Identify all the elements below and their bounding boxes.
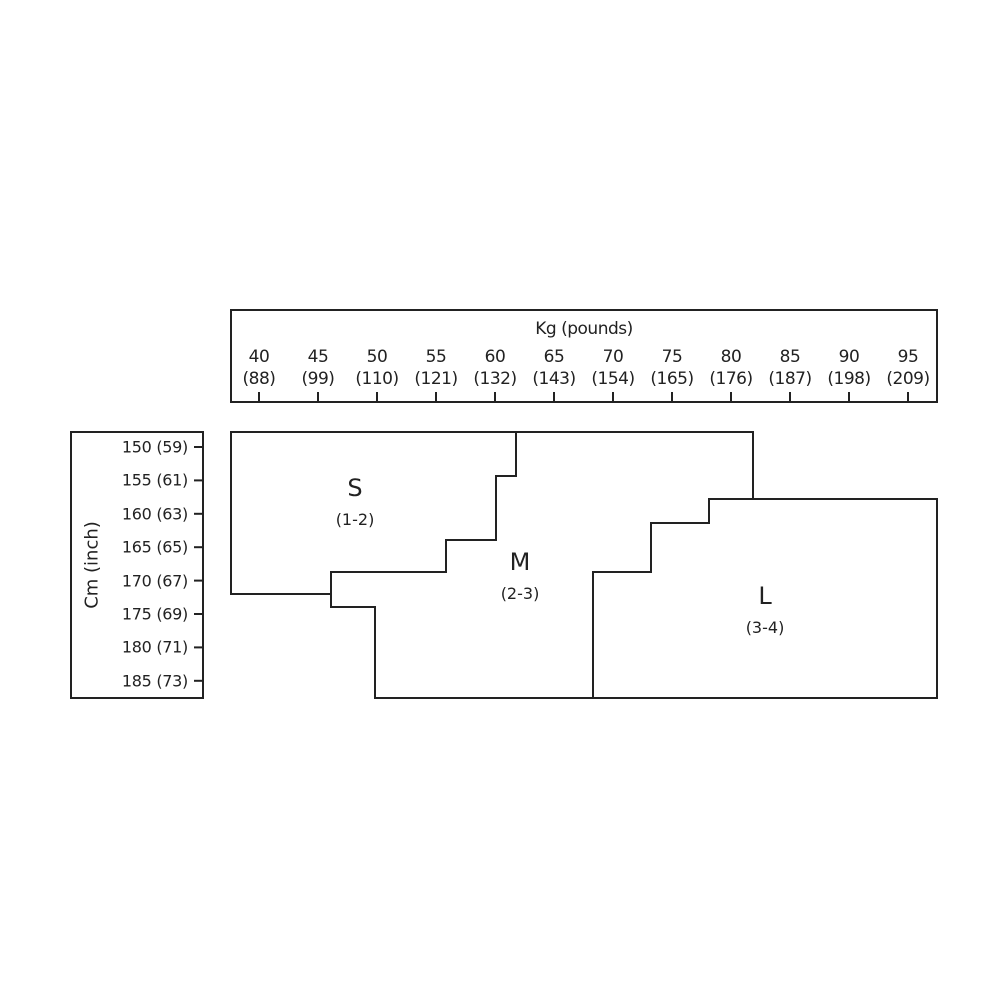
region-s-outline xyxy=(230,431,754,595)
x-axis-title: Kg (pounds) xyxy=(535,319,633,339)
y-tick-label: 150 (59) xyxy=(121,437,188,457)
x-tick-kg: 70 xyxy=(602,347,624,367)
x-tick-kg: 45 xyxy=(307,347,329,367)
x-tick-label: 80(176) xyxy=(709,346,753,390)
x-tick-kg: 50 xyxy=(366,347,388,367)
y-tick-label: 175 (69) xyxy=(121,604,188,624)
x-tick-label: 90(198) xyxy=(827,346,871,390)
y-tick-label: 170 (67) xyxy=(121,571,188,591)
x-tick-label: 65(143) xyxy=(532,346,576,390)
x-tick-lb: (165) xyxy=(650,369,694,389)
x-tick-label: 40(88) xyxy=(243,346,276,390)
x-tick-kg: 90 xyxy=(838,347,860,367)
x-tick-kg: 40 xyxy=(248,347,270,367)
x-tick-kg: 80 xyxy=(720,347,742,367)
y-tick-label: 155 (61) xyxy=(121,470,188,490)
x-tick-lb: (88) xyxy=(242,369,276,389)
x-tick-label: 50(110) xyxy=(355,346,399,390)
x-tick-lb: (154) xyxy=(591,369,635,389)
x-tick-label: 75(165) xyxy=(650,346,694,390)
x-tick-label: 55(121) xyxy=(414,346,458,390)
y-tick-label: 160 (63) xyxy=(121,504,188,524)
region-l-label: L xyxy=(758,582,772,610)
x-tick-lb: (198) xyxy=(827,369,871,389)
region-m-outline xyxy=(330,498,753,699)
x-tick-lb: (209) xyxy=(886,369,930,389)
y-tick-label: 165 (65) xyxy=(121,537,188,557)
x-axis-box xyxy=(230,309,938,403)
y-axis-box xyxy=(70,431,204,699)
region-l-outline xyxy=(593,498,938,699)
x-tick-label: 85(187) xyxy=(768,346,812,390)
x-tick-lb: (187) xyxy=(768,369,812,389)
y-tick-label: 185 (73) xyxy=(121,671,188,691)
x-tick-label: 95(209) xyxy=(886,346,930,390)
region-s-range: (1-2) xyxy=(335,510,375,529)
region-s-label: S xyxy=(347,474,363,502)
x-tick-kg: 65 xyxy=(543,347,565,367)
y-tick-label: 180 (71) xyxy=(121,637,188,657)
x-tick-kg: 85 xyxy=(779,347,801,367)
y-axis-ticks xyxy=(194,446,203,682)
x-tick-label: 70(154) xyxy=(591,346,635,390)
region-m-label: M xyxy=(509,548,531,576)
x-tick-lb: (132) xyxy=(473,369,517,389)
x-tick-kg: 55 xyxy=(425,347,447,367)
x-axis-ticks xyxy=(258,392,909,402)
x-tick-lb: (110) xyxy=(355,369,399,389)
x-tick-lb: (176) xyxy=(709,369,753,389)
x-tick-label: 60(132) xyxy=(473,346,517,390)
y-axis-title: Cm (inch) xyxy=(81,521,103,609)
x-tick-lb: (99) xyxy=(301,369,335,389)
x-tick-lb: (143) xyxy=(532,369,576,389)
x-tick-kg: 60 xyxy=(484,347,506,367)
region-l-range: (3-4) xyxy=(745,618,785,637)
x-tick-kg: 75 xyxy=(661,347,683,367)
region-m-range: (2-3) xyxy=(500,584,540,603)
x-tick-lb: (121) xyxy=(414,369,458,389)
x-tick-label: 45(99) xyxy=(302,346,335,390)
x-tick-kg: 95 xyxy=(897,347,919,367)
